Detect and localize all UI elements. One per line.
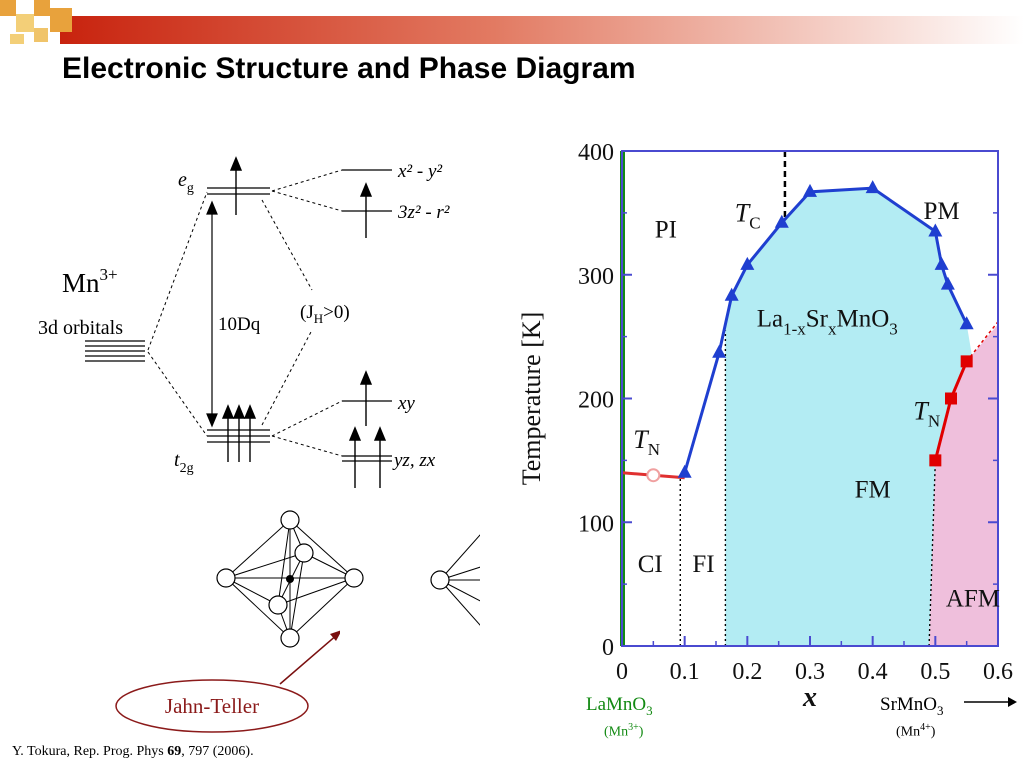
x-tick-label: 0.4 [858,659,888,685]
tn-afm-point [960,355,973,368]
tc-point [928,223,943,237]
jahn-teller-callout: Jahn-Teller [115,630,340,733]
tc-point [712,344,727,358]
composition-arrow [964,697,1017,707]
3d-levels [85,340,145,362]
srmno3-label: SrMnO3 [880,694,944,718]
splitting-arrow [206,200,218,428]
tc-point [940,276,955,290]
tc-point [934,256,949,270]
afm-region [929,324,998,646]
jahn-teller-label: Jahn-Teller [165,694,259,718]
hund-label: (JH>0) [300,302,350,326]
region-label-fi: FI [692,551,714,578]
tc-point [740,256,755,270]
tc-point [803,183,817,197]
level-yzzx-label: yz, zx [392,450,436,471]
lamno3-ion-label: (Mn3+) [604,722,644,740]
region-label-pi: PI [655,217,677,244]
tn-extension [966,321,999,362]
eg-label: eg [178,169,194,196]
eg-levels [207,187,270,195]
octahedra [216,510,480,648]
header-decoration [0,0,1024,44]
fm-region [725,188,973,646]
tc-point [774,214,789,228]
x-tick-label: 0.2 [732,659,762,685]
y-tick-label: 100 [578,511,614,537]
tn-afm-point [945,392,957,405]
tc-point [677,464,692,478]
reference: Y. Tokura, Rep. Prog. Phys 69, 797 (2006… [12,744,254,759]
region-label-ci: CI [638,551,663,578]
y-tick-label: 0 [602,635,614,661]
region-label-fm: FM [855,477,891,504]
phase-diagram: 0 0.1 0.2 0.3 0.4 0.5 0.6 0 100 200 300 400 x Tempera… [517,140,1013,713]
tc-label: TC [735,199,761,233]
region-label-afm: AFM [946,585,1000,612]
level-xy-label: xy [397,393,415,414]
orbital-diagram: eg t2g 10Dq (JH>0) x² - y² 3z² - r² xy y… [38,156,450,488]
t2g-label: t2g [174,449,194,476]
tn-afm-point [929,454,942,467]
x-tick-label: 0.5 [920,659,950,685]
tn-ci-point [646,468,661,483]
phase-boundary-2 [928,460,937,647]
y-tick-label: 200 [578,388,614,414]
region-label-pm: PM [924,198,960,225]
lamno3-label: LaMnO3 [586,694,653,718]
x-tick-label: 0 [616,659,628,685]
spin-arrows [221,156,387,488]
slide-title: Electronic Structure and Phase Diagram [62,52,636,85]
y-tick-label: 400 [578,140,614,166]
dashed-connectors [147,169,343,457]
srmno3-ion-label: (Mn4+) [896,722,936,740]
distorted-octahedron [439,534,480,626]
orbitals-label: 3d orbitals [38,317,123,339]
x-tick-label: 0.3 [795,659,825,685]
tn-label-afm: TN [913,397,940,431]
level-3z2r2-label: 3z² - r² [397,202,450,223]
x-tick-label: 0.6 [983,659,1013,685]
x-axis-label: x [802,682,817,713]
y-tick-label: 300 [578,264,614,290]
tc-point [724,287,739,301]
y-axis-label: Temperature [K] [517,312,546,486]
ion-label: Mn3+ [62,265,118,298]
splitting-label: 10Dq [218,314,261,335]
tc-point [865,180,880,194]
level-x2y2-label: x² - y² [397,161,442,182]
x-tick-label: 0.1 [670,659,700,685]
split-levels [342,169,392,462]
tn-label-ci: TN [633,425,660,459]
compound-label: La1-xSrxMnO3 [757,306,898,339]
tc-point [959,316,974,330]
